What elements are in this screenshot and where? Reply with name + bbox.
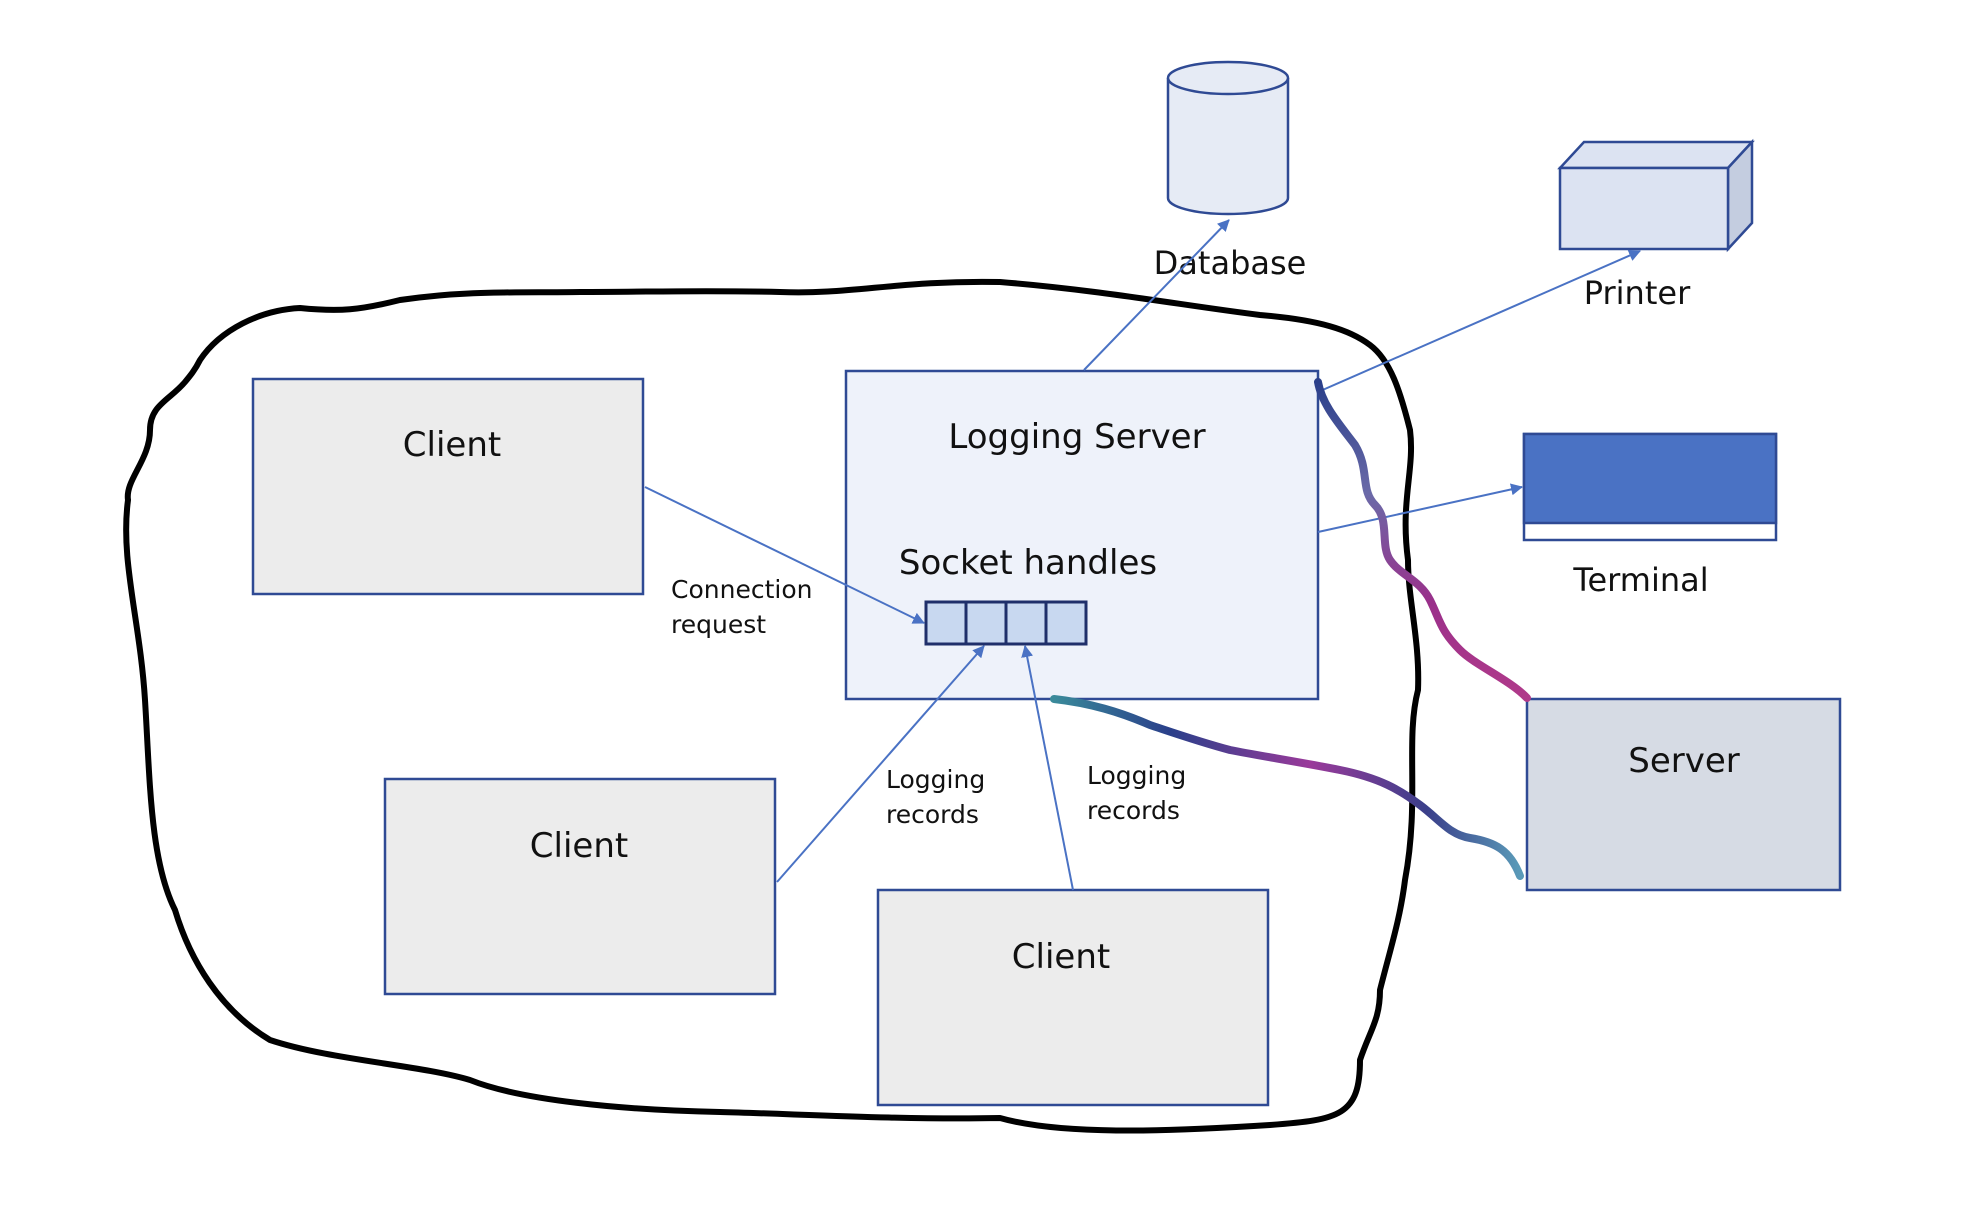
client-box-2[interactable] <box>383 777 777 996</box>
terminal-icon <box>1522 432 1778 542</box>
network-boundary-outline <box>123 278 1422 1134</box>
client-3-label: Client <box>1012 937 1110 977</box>
socket-handles-array <box>924 600 1088 646</box>
arrow-client2-to-sockets <box>776 645 985 883</box>
terminal-label: Terminal <box>1572 561 1708 599</box>
client-box-3[interactable] <box>876 888 1270 1107</box>
network-cable-server-to-logging-server-top <box>1314 378 1531 702</box>
client-2-label: Client <box>530 826 628 866</box>
server-box[interactable] <box>1525 697 1842 892</box>
arrow-server-to-database <box>1083 219 1230 371</box>
printer-box-icon <box>1557 138 1755 253</box>
client-box-1[interactable] <box>251 377 645 596</box>
printer-label: Printer <box>1584 274 1691 312</box>
network-cable-logging-server-to-server-bottom <box>1050 695 1524 880</box>
logging-records-a-label-line1: Logging <box>886 765 985 794</box>
connection-request-label-line2: request <box>671 610 766 639</box>
arrow-client1-to-sockets <box>644 486 925 624</box>
logging-server-label: Logging Server <box>948 417 1205 457</box>
database-cylinder-icon <box>1166 60 1290 216</box>
socket-handle-2 <box>964 600 1008 646</box>
socket-handles-label: Socket handles <box>899 543 1157 583</box>
connection-request-label-line1: Connection <box>671 575 812 604</box>
logging-records-b-label-line2: records <box>1087 796 1180 825</box>
database-label: Database <box>1154 244 1307 282</box>
logging-records-b-label-line1: Logging <box>1087 761 1186 790</box>
client-1-label: Client <box>403 425 501 465</box>
arrow-client3-to-sockets <box>1021 645 1074 891</box>
socket-handle-4 <box>1044 600 1088 646</box>
logging-records-a-label-line2: records <box>886 800 979 829</box>
server-label: Server <box>1628 741 1740 781</box>
arrow-server-to-printer <box>1317 249 1641 393</box>
socket-handle-1 <box>924 600 968 646</box>
arrow-server-to-terminal <box>1317 483 1523 533</box>
socket-handle-3 <box>1004 600 1048 646</box>
